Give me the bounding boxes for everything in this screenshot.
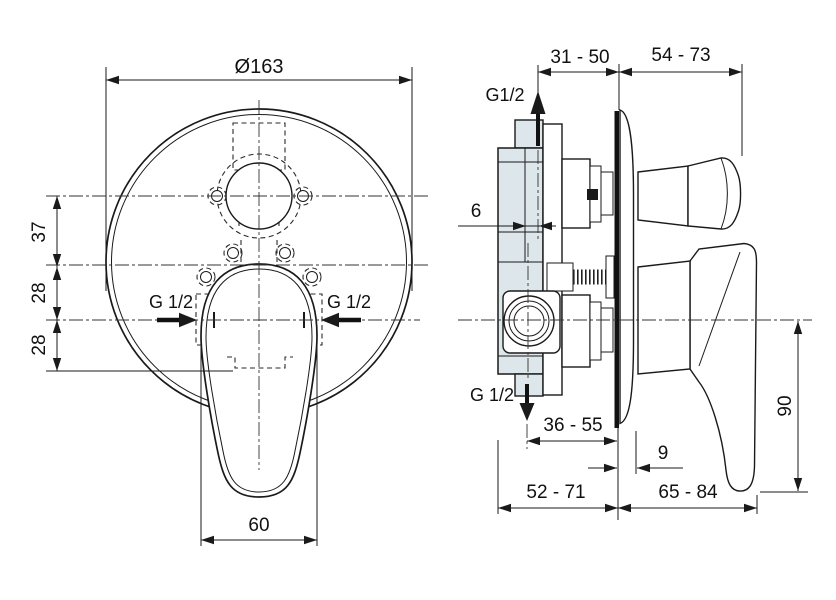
mixer-cartridge (561, 294, 614, 368)
g12-bottom-label: G 1/2 (470, 385, 514, 405)
fixing-screw (546, 255, 615, 299)
dim-60-label: 60 (248, 515, 269, 536)
arrowhead (729, 67, 742, 77)
lever-hub (637, 260, 691, 375)
dim-65-84-label: 65 - 84 (658, 482, 718, 503)
cartridge-step (561, 294, 591, 368)
dim-diameter: Ø163 (105, 56, 413, 291)
inlet-circle-mid (508, 300, 550, 342)
cartridge-key (587, 189, 598, 200)
screw-hole (302, 267, 322, 287)
dim-vertical-chain: 37 28 28 (29, 196, 233, 372)
knob-stem (637, 165, 689, 227)
screw-hole (223, 243, 243, 263)
knob-face-line (720, 157, 728, 230)
g12-left-label: G 1/2 (149, 292, 193, 312)
side-centerlines (458, 150, 812, 449)
dim-9-label: 9 (658, 443, 669, 464)
dim-54-73-label: 54 - 73 (651, 45, 710, 66)
cartridge-step (600, 171, 614, 216)
arrowhead (527, 436, 540, 446)
arrowhead (52, 196, 62, 209)
flow-arrow-up-icon (530, 91, 546, 114)
dim-handle-width: 60 (200, 340, 318, 546)
screw-hole (196, 267, 216, 287)
screw-head (546, 262, 574, 292)
mounting-flange-plate (542, 123, 563, 396)
diverter-knob (637, 157, 742, 230)
arrowhead (498, 503, 511, 513)
side-view: 31 - 50 54 - 73 G1/2 6 G 1/2 36 - 55 (458, 45, 812, 520)
arrowhead (52, 254, 62, 267)
arrowhead (605, 503, 618, 513)
arrowhead (201, 535, 214, 545)
dim-escutcheon-9: 9 (588, 431, 683, 474)
arrowhead (604, 463, 617, 473)
cartridge-step (600, 307, 614, 353)
flow-arrow-right-icon (179, 312, 197, 328)
wall-line (614, 111, 619, 428)
valve-body (497, 119, 544, 397)
arrowhead (52, 358, 62, 371)
arrowhead (52, 307, 62, 320)
diameter-label: Ø163 (235, 56, 284, 78)
flow-arrow-down-icon (519, 403, 535, 421)
dim-depth-bottom: 52 - 71 65 - 84 (497, 428, 758, 520)
dim-37-label: 37 (29, 221, 50, 242)
cartridge-step (589, 301, 602, 361)
lever-handle-side (637, 242, 758, 492)
diverter-cartridge (561, 158, 614, 229)
arrowhead (106, 75, 119, 85)
g12-top-label: G1/2 (485, 85, 524, 105)
inlet-circle-inner (513, 305, 545, 337)
dim-6-label: 6 (471, 201, 482, 222)
arrowhead (399, 75, 412, 85)
cartridge-step (561, 158, 591, 229)
dim-90-label: 90 (775, 395, 796, 416)
dim-31-50-label: 31 - 50 (550, 47, 609, 68)
g12-right-label: G 1/2 (327, 292, 371, 312)
arrowhead (618, 503, 631, 513)
screw-washer (605, 255, 615, 299)
arrowhead (539, 221, 552, 231)
arrowhead (52, 320, 62, 333)
dim-depth-top: 31 - 50 54 - 73 (537, 45, 743, 156)
spout-outlet-marker (227, 356, 293, 369)
arrowhead (744, 503, 757, 513)
arrowhead (637, 463, 650, 473)
arrowhead (604, 436, 617, 446)
dim-36-55: 36 - 55 (527, 415, 617, 446)
arrowhead (619, 67, 632, 77)
lever-crease-line (698, 251, 741, 367)
arrowhead (793, 478, 803, 491)
knob-body (687, 157, 742, 230)
inlet-label-left: G 1/2 (149, 292, 197, 328)
screw-hole (275, 243, 295, 263)
flow-arrow-left-icon (321, 312, 339, 328)
escutcheon-plate-side (619, 109, 635, 425)
dim-offset-6: 6 (458, 201, 556, 231)
arrowhead (793, 321, 803, 334)
arrowhead (52, 267, 62, 280)
arrowhead (606, 67, 619, 77)
inlet-label-right: G 1/2 (321, 292, 371, 328)
dim-lever-90: 90 (760, 321, 808, 493)
front-view: Ø163 37 28 28 G 1/2 G 1/2 (29, 56, 430, 546)
inlet-connection (502, 290, 561, 354)
arrowhead (538, 67, 551, 77)
lever-blade (689, 242, 758, 492)
dim-28-lower-label: 28 (29, 334, 50, 355)
arrowhead (304, 535, 317, 545)
arrowhead (513, 221, 526, 231)
inlet-circle-outer (503, 295, 555, 347)
dim-28-upper-label: 28 (29, 282, 50, 303)
dim-36-55-label: 36 - 55 (543, 415, 602, 436)
dim-52-71-label: 52 - 71 (526, 482, 585, 503)
outlet-label-bottom: G 1/2 (470, 384, 535, 421)
outlet-label-top: G1/2 (485, 85, 546, 146)
